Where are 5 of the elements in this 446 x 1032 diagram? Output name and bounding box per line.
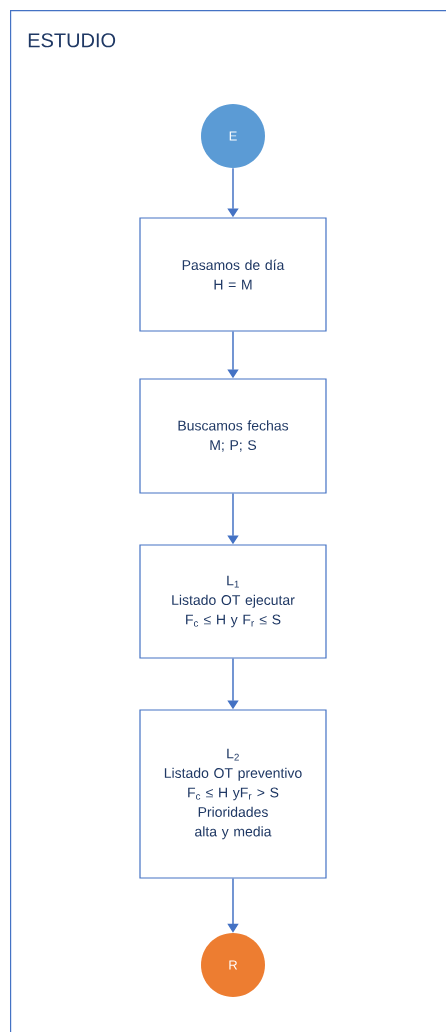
process-box: L$_{1}$ Listado OT ejecutar F$_{c}$ ≤ H y F$_{r}$ ≤ S (139, 544, 327, 659)
arrow (227, 877, 239, 933)
process-box: Buscamos fechas M; P; S (139, 378, 327, 494)
process-box: L$_{2}$ Listado OT preventivo F$_{c}$ ≤ H yF$_{r}$ > S Prioridades alta y media (139, 709, 327, 879)
process-box: Pasamos de día H = M (139, 217, 327, 332)
